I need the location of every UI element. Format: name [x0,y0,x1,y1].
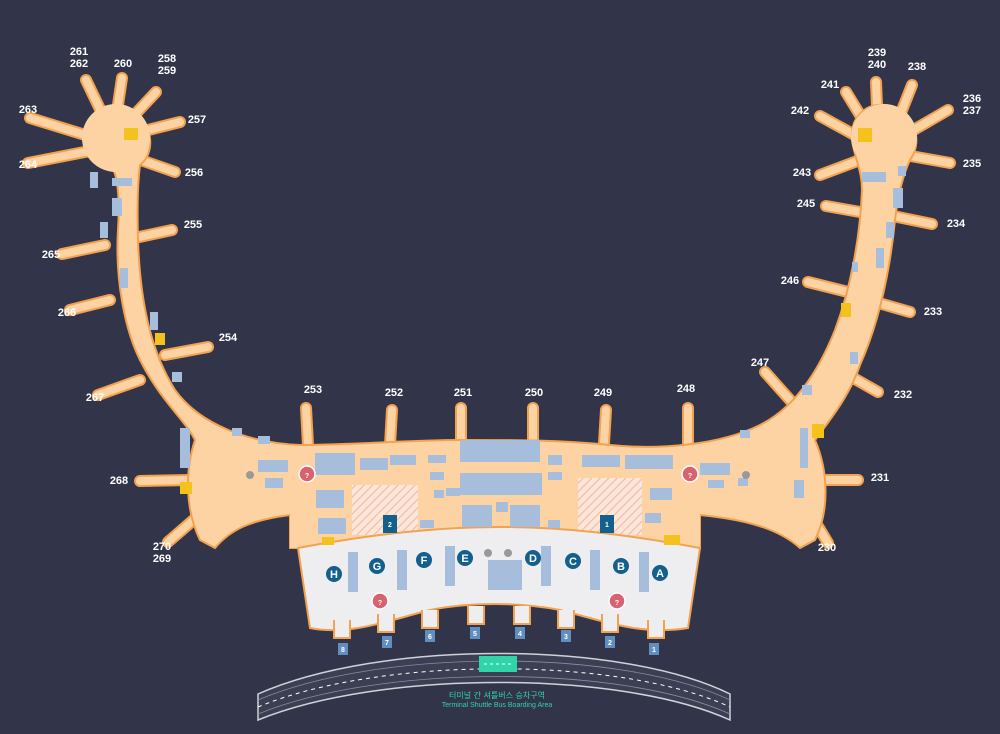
info-icons[interactable]: ? ? ? ? [298,465,699,610]
checkin-zone-e[interactable]: E [457,550,473,566]
security-icon: 1 [600,515,614,533]
gate-label: 245 [797,198,815,210]
door-4: 4 [515,627,525,639]
gate-label: 254 [219,332,238,344]
gate-label: 242 [791,105,809,117]
lounge-icons[interactable] [124,128,872,545]
doors: 8 7 6 5 4 3 2 1 [338,627,659,655]
gate-label: 267 [86,392,104,404]
info-icon[interactable]: ? [371,592,389,610]
checkin-zone-g[interactable]: G [369,558,385,574]
svg-text:B: B [617,561,625,573]
lounge-icon[interactable] [841,303,851,317]
lounge-icon[interactable] [664,535,680,545]
gate-label: 246 [781,275,799,287]
svg-text:1: 1 [652,647,656,654]
gate-label: 241 [821,79,839,91]
door-1: 1 [649,643,659,655]
svg-text:G: G [373,561,382,573]
svg-text:C: C [569,556,577,568]
security-icon: 2 [383,515,397,533]
svg-text:2: 2 [388,522,392,529]
lounge-icon[interactable] [180,482,192,494]
gate-label: 260 [114,58,132,70]
svg-text:?: ? [305,473,309,480]
gate-label: 253 [304,384,322,396]
gate-label: 249 [594,387,612,399]
shuttle-road [257,652,731,722]
gate-label: 230 [818,542,836,554]
gate-label: 231 [871,472,889,484]
gate-label: 235 [963,158,981,170]
door-3: 3 [561,630,571,642]
svg-text:3: 3 [564,634,568,641]
gate-label: 264 [19,159,38,171]
door-6: 6 [425,630,435,642]
checkin-zone-d[interactable]: D [525,550,541,566]
gate-label: 248 [677,383,695,395]
svg-text:4: 4 [518,631,522,638]
door-7: 7 [382,636,392,648]
svg-text:5: 5 [473,631,477,638]
gate-label: 234 [947,218,966,230]
svg-text:?: ? [615,600,619,607]
door-2: 2 [605,636,615,648]
lounge-icon[interactable] [858,128,872,142]
gate-label: 263 [19,104,37,116]
gate-label: 243 [793,167,811,179]
gate-label: 252 [385,387,403,399]
info-icon[interactable]: ? [608,592,626,610]
checkin-zone-c[interactable]: C [565,553,581,569]
lounge-icon[interactable] [812,424,824,438]
svg-text:H: H [330,569,338,581]
svg-text:1: 1 [605,522,609,529]
checkin-zone-h[interactable]: H [326,566,342,582]
gate-label: 250 [525,387,543,399]
checkin-counters [348,546,649,592]
gate-label: 265 [42,249,60,261]
gate-label: 251 [454,387,472,399]
gate-label: 255 [184,219,202,231]
svg-text:A: A [656,568,664,580]
gate-label: 268 [110,475,128,487]
checkin-hall [296,526,702,639]
gate-label: 238 [908,61,926,73]
info-icon[interactable]: ? [681,465,699,483]
svg-text:?: ? [378,600,382,607]
door-5: 5 [470,627,480,639]
shuttle-title-ko: 터미널 간 셔틀버스 승차구역 [449,690,545,700]
gate-label: 233 [924,306,942,318]
svg-text:F: F [421,555,428,567]
lounge-icon[interactable] [155,333,165,345]
gate-label: 257 [188,114,206,126]
info-icon[interactable]: ? [298,465,316,483]
svg-text:?: ? [688,473,692,480]
checkin-zone-b[interactable]: B [613,558,629,574]
svg-text:6: 6 [428,634,432,641]
shops [90,166,906,534]
svg-text:2: 2 [608,640,612,647]
svg-text:7: 7 [385,640,389,647]
svg-text:D: D [529,553,537,565]
svg-text:8: 8 [341,647,345,654]
shuttle-title-en: Terminal Shuttle Bus Boarding Area [442,702,553,709]
checkin-zone-f[interactable]: F [416,552,432,568]
svg-text:E: E [461,553,468,565]
gate-label: 247 [751,357,769,369]
door-8: 8 [338,643,348,655]
gate-label: 232 [894,389,912,401]
lounge-icon[interactable] [124,128,138,140]
gate-label: 256 [185,167,203,179]
checkin-zones[interactable]: H G F E D C B A [326,550,668,582]
lounge-icon[interactable] [322,537,334,545]
checkin-zone-a[interactable]: A [652,565,668,581]
gate-label: 266 [58,307,76,319]
